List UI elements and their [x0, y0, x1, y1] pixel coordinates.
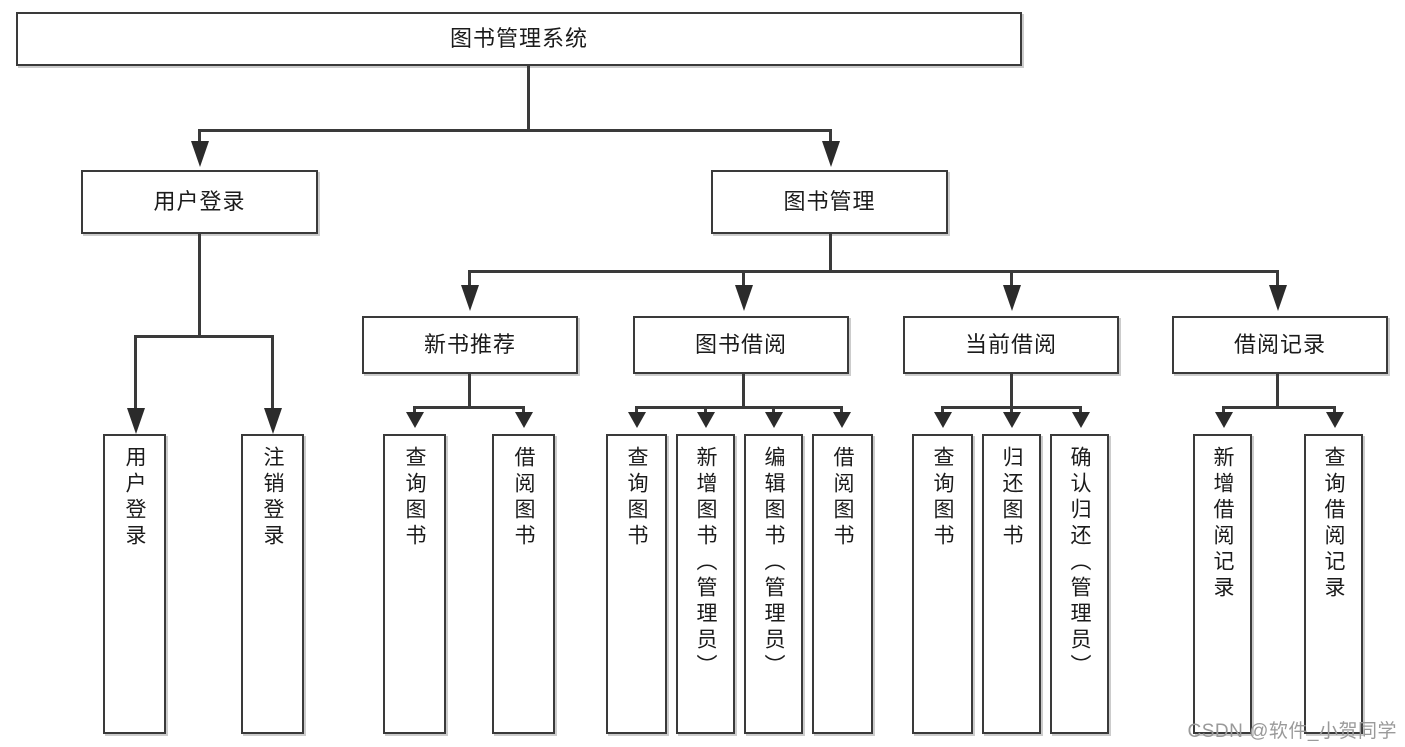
connector-borrow-record-drop-2 [1333, 406, 1336, 416]
arrow-to-leaf-query-book-b [628, 412, 646, 428]
leaf-label: 借阅图书 [512, 446, 535, 550]
node-book-management[interactable]: 图书管理 [711, 170, 948, 234]
leaf-edit-book-admin[interactable]: 编辑图书（管理员） [744, 434, 803, 734]
arrow-to-leaf-return-book [1003, 412, 1021, 428]
leaf-borrow-book-borrow[interactable]: 借阅图书 [812, 434, 873, 734]
leaf-return-book[interactable]: 归还图书 [982, 434, 1041, 734]
node-label: 图书借阅 [694, 332, 787, 358]
connector-new-book-drop-2 [522, 406, 525, 416]
leaf-add-book-admin[interactable]: 新增图书（管理员） [676, 434, 735, 734]
leaf-user-login[interactable]: 用户登录 [103, 434, 166, 734]
connector-user-login-drop-1 [134, 335, 137, 410]
leaf-label: 新增图书（管理员） [694, 446, 717, 680]
connector-root-stem [527, 66, 530, 131]
node-label: 图书管理 [783, 189, 876, 215]
arrow-to-leaf-user-login [127, 408, 145, 434]
node-label: 借阅记录 [1233, 332, 1326, 358]
connector-new-book-bus [413, 406, 525, 409]
node-label: 当前借阅 [964, 332, 1057, 358]
node-label: 图书管理系统 [449, 26, 588, 52]
leaf-label: 查询图书 [403, 446, 426, 550]
leaf-query-book-current[interactable]: 查询图书 [912, 434, 973, 734]
leaf-query-book-borrow[interactable]: 查询图书 [606, 434, 667, 734]
leaf-query-borrow-record[interactable]: 查询借阅记录 [1304, 434, 1363, 734]
arrow-to-leaf-edit-book [765, 412, 783, 428]
node-root-book-management-system[interactable]: 图书管理系统 [16, 12, 1022, 66]
connector-current-borrow-stem [1010, 374, 1013, 408]
connector-level3-drop-2 [742, 270, 745, 288]
arrow-to-leaf-query-record [1326, 412, 1344, 428]
connector-borrow-record-bus [1222, 406, 1336, 409]
leaf-label: 借阅图书 [831, 446, 854, 550]
arrow-to-leaf-query-book-a [406, 412, 424, 428]
connector-book-borrow-bus [635, 406, 843, 409]
leaf-logout[interactable]: 注销登录 [241, 434, 304, 734]
connector-level3-drop-4 [1276, 270, 1279, 288]
connector-user-login-stem [198, 234, 201, 337]
connector-user-login-bus [134, 335, 273, 338]
connector-level2-drop-left [198, 129, 201, 144]
connector-book-borrow-drop-2 [704, 406, 707, 416]
connector-book-borrow-drop-4 [840, 406, 843, 416]
connector-book-borrow-drop-1 [635, 406, 638, 416]
connector-book-management-stem [829, 234, 832, 272]
connector-level3-drop-3 [1010, 270, 1013, 288]
csdn-watermark: CSDN @软件_小贺同学 [1187, 721, 1397, 742]
leaf-label: 查询借阅记录 [1322, 446, 1345, 602]
arrow-to-leaf-borrow-book-a [515, 412, 533, 428]
leaf-label: 编辑图书（管理员） [762, 446, 785, 680]
leaf-label: 确认归还（管理员） [1068, 446, 1091, 680]
connector-level3-drop-1 [468, 270, 471, 288]
leaf-query-book-new[interactable]: 查询图书 [383, 434, 446, 734]
arrow-to-leaf-borrow-book-b [833, 412, 851, 428]
connector-user-login-drop-2 [271, 335, 274, 410]
connector-level2-drop-right [829, 129, 832, 144]
arrow-to-user-login [191, 141, 209, 167]
arrow-to-leaf-logout [264, 408, 282, 434]
arrow-to-current-borrow [1003, 285, 1021, 311]
node-new-book-recommend[interactable]: 新书推荐 [362, 316, 578, 374]
arrow-to-leaf-add-book [697, 412, 715, 428]
node-user-login[interactable]: 用户登录 [81, 170, 318, 234]
leaf-label: 查询图书 [931, 446, 954, 550]
arrow-to-leaf-query-book-c [934, 412, 952, 428]
arrow-to-book-borrow [735, 285, 753, 311]
connector-current-borrow-drop-3 [1079, 406, 1082, 416]
node-label: 用户登录 [153, 189, 246, 215]
node-label: 新书推荐 [423, 332, 516, 358]
arrow-to-borrow-record [1269, 285, 1287, 311]
leaf-label: 新增借阅记录 [1211, 446, 1234, 602]
arrow-to-new-book-recommend [461, 285, 479, 311]
arrow-to-book-management [822, 141, 840, 167]
arrow-to-leaf-confirm-return [1072, 412, 1090, 428]
node-borrow-record[interactable]: 借阅记录 [1172, 316, 1388, 374]
leaf-label: 用户登录 [123, 446, 146, 550]
leaf-label: 查询图书 [625, 446, 648, 550]
node-book-borrow[interactable]: 图书借阅 [633, 316, 849, 374]
connector-borrow-record-drop-1 [1222, 406, 1225, 416]
node-current-borrow[interactable]: 当前借阅 [903, 316, 1119, 374]
leaf-add-borrow-record[interactable]: 新增借阅记录 [1193, 434, 1252, 734]
leaf-confirm-return-admin[interactable]: 确认归还（管理员） [1050, 434, 1109, 734]
connector-new-book-stem [468, 374, 471, 408]
leaf-label: 归还图书 [1000, 446, 1023, 550]
connector-level2-bus [198, 129, 832, 132]
arrow-to-leaf-add-record [1215, 412, 1233, 428]
connector-book-borrow-stem [742, 374, 745, 408]
leaf-label: 注销登录 [261, 446, 284, 550]
leaf-borrow-book-new[interactable]: 借阅图书 [492, 434, 555, 734]
connector-book-borrow-drop-3 [772, 406, 775, 416]
connector-current-borrow-drop-2 [1010, 406, 1013, 416]
connector-borrow-record-stem [1276, 374, 1279, 408]
connector-new-book-drop-1 [413, 406, 416, 416]
connector-current-borrow-drop-1 [941, 406, 944, 416]
connector-level3-bus [468, 270, 1279, 273]
